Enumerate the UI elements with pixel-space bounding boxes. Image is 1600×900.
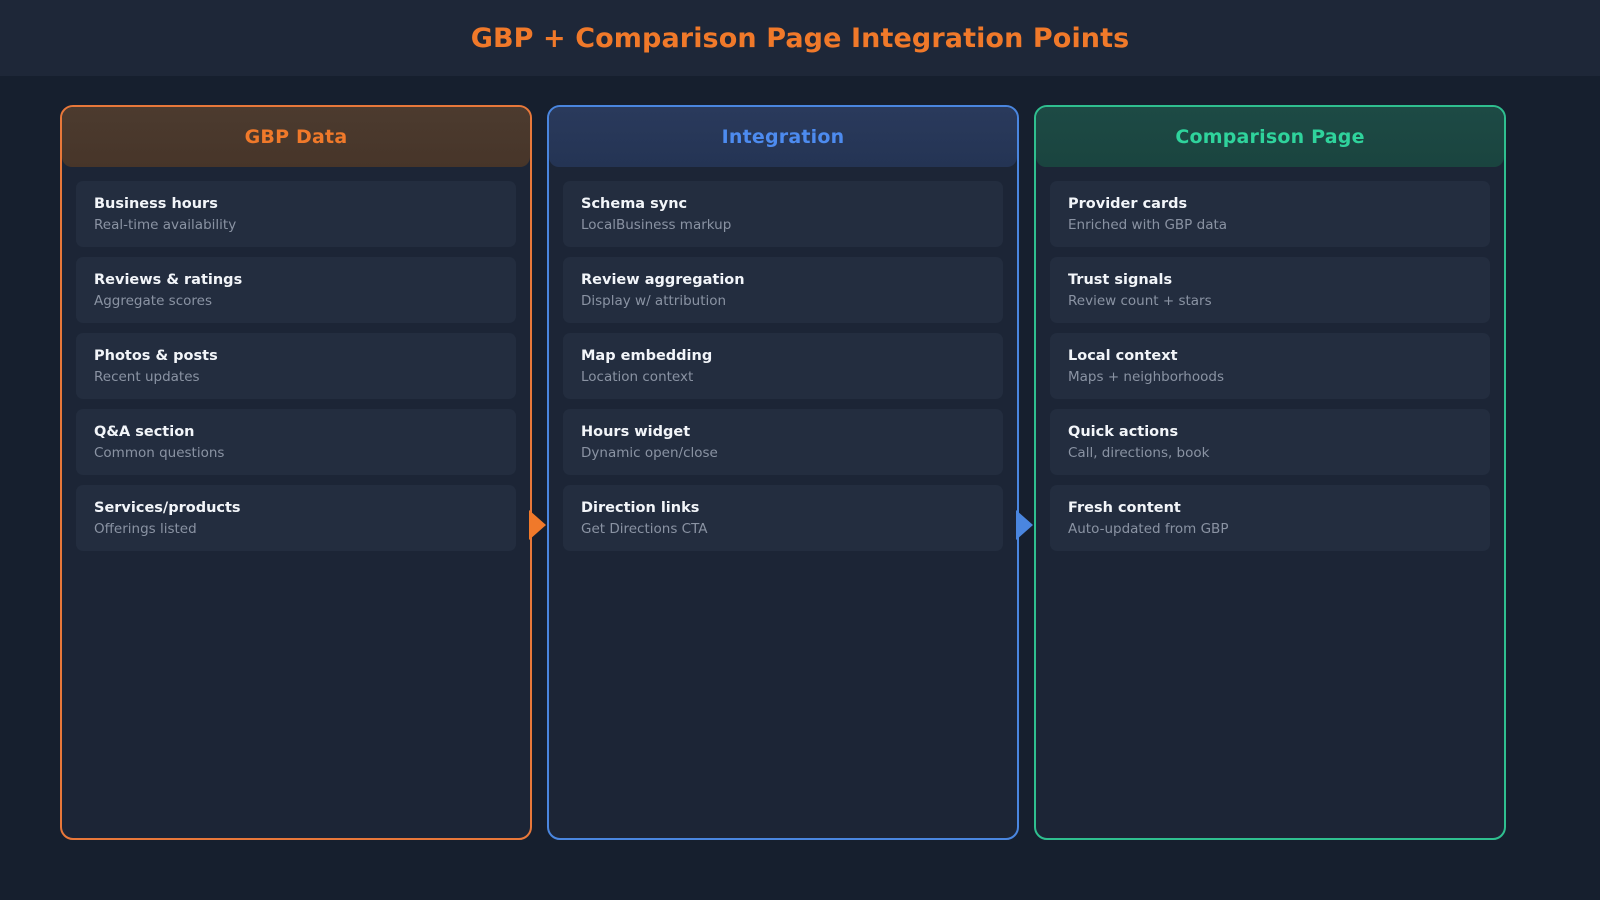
column-comparison-page: Comparison Page Provider cards Enriched … xyxy=(1034,105,1506,840)
arrow-right-icon xyxy=(1016,510,1033,540)
column-integration: Integration Schema sync LocalBusiness ma… xyxy=(547,105,1019,840)
item-subtitle: Maps + neighborhoods xyxy=(1068,369,1224,386)
item-title: Q&A section xyxy=(94,424,195,440)
item-subtitle: LocalBusiness markup xyxy=(581,217,732,234)
list-item[interactable]: Hours widget Dynamic open/close xyxy=(563,409,1003,475)
list-item[interactable]: Trust signals Review count + stars xyxy=(1050,257,1490,323)
item-subtitle: Common questions xyxy=(94,445,225,462)
column-header-integration: Integration xyxy=(549,107,1017,167)
list-item[interactable]: Fresh content Auto-updated from GBP xyxy=(1050,485,1490,551)
item-subtitle: Call, directions, book xyxy=(1068,445,1210,462)
item-subtitle: Display w/ attribution xyxy=(581,293,727,310)
item-title: Trust signals xyxy=(1068,272,1173,288)
column-title: GBP Data xyxy=(244,126,348,148)
item-title: Hours widget xyxy=(581,424,691,440)
column-title: Comparison Page xyxy=(1175,126,1365,148)
item-title: Schema sync xyxy=(581,196,688,212)
list-item[interactable]: Direction links Get Directions CTA xyxy=(563,485,1003,551)
item-subtitle: Aggregate scores xyxy=(94,293,212,310)
list-item[interactable]: Review aggregation Display w/ attributio… xyxy=(563,257,1003,323)
list-item[interactable]: Local context Maps + neighborhoods xyxy=(1050,333,1490,399)
column-header-gbp-data: GBP Data xyxy=(62,107,530,167)
item-subtitle: Location context xyxy=(581,369,694,386)
list-item[interactable]: Quick actions Call, directions, book xyxy=(1050,409,1490,475)
item-title: Map embedding xyxy=(581,348,713,364)
column-body-gbp-data: Business hours Real-time availability Re… xyxy=(62,167,530,551)
list-item[interactable]: Q&A section Common questions xyxy=(76,409,516,475)
item-title: Quick actions xyxy=(1068,424,1179,440)
list-item[interactable]: Map embedding Location context xyxy=(563,333,1003,399)
list-item[interactable]: Provider cards Enriched with GBP data xyxy=(1050,181,1490,247)
item-subtitle: Recent updates xyxy=(94,369,200,386)
item-title: Fresh content xyxy=(1068,500,1181,516)
item-subtitle: Dynamic open/close xyxy=(581,445,718,462)
item-title: Provider cards xyxy=(1068,196,1188,212)
diagram-stage: GBP Data Business hours Real-time availa… xyxy=(0,76,1600,900)
list-item[interactable]: Business hours Real-time availability xyxy=(76,181,516,247)
item-subtitle: Auto-updated from GBP xyxy=(1068,521,1229,538)
item-subtitle: Real-time availability xyxy=(94,217,237,234)
item-title: Review aggregation xyxy=(581,272,745,288)
item-title: Reviews & ratings xyxy=(94,272,243,288)
item-title: Local context xyxy=(1068,348,1178,364)
item-title: Services/products xyxy=(94,500,241,516)
item-subtitle: Get Directions CTA xyxy=(581,521,708,538)
list-item[interactable]: Photos & posts Recent updates xyxy=(76,333,516,399)
item-subtitle: Offerings listed xyxy=(94,521,197,538)
column-gbp-data: GBP Data Business hours Real-time availa… xyxy=(60,105,532,840)
list-item[interactable]: Services/products Offerings listed xyxy=(76,485,516,551)
page-title: GBP + Comparison Page Integration Points xyxy=(470,22,1130,54)
column-body-integration: Schema sync LocalBusiness markup Review … xyxy=(549,167,1017,551)
list-item[interactable]: Reviews & ratings Aggregate scores xyxy=(76,257,516,323)
column-body-comparison-page: Provider cards Enriched with GBP data Tr… xyxy=(1036,167,1504,551)
item-subtitle: Review count + stars xyxy=(1068,293,1212,310)
arrow-right-icon xyxy=(529,510,546,540)
column-title: Integration xyxy=(721,126,845,148)
item-title: Direction links xyxy=(581,500,700,516)
column-header-comparison-page: Comparison Page xyxy=(1036,107,1504,167)
item-subtitle: Enriched with GBP data xyxy=(1068,217,1228,234)
page-banner: GBP + Comparison Page Integration Points xyxy=(0,0,1600,76)
item-title: Business hours xyxy=(94,196,218,212)
item-title: Photos & posts xyxy=(94,348,218,364)
list-item[interactable]: Schema sync LocalBusiness markup xyxy=(563,181,1003,247)
